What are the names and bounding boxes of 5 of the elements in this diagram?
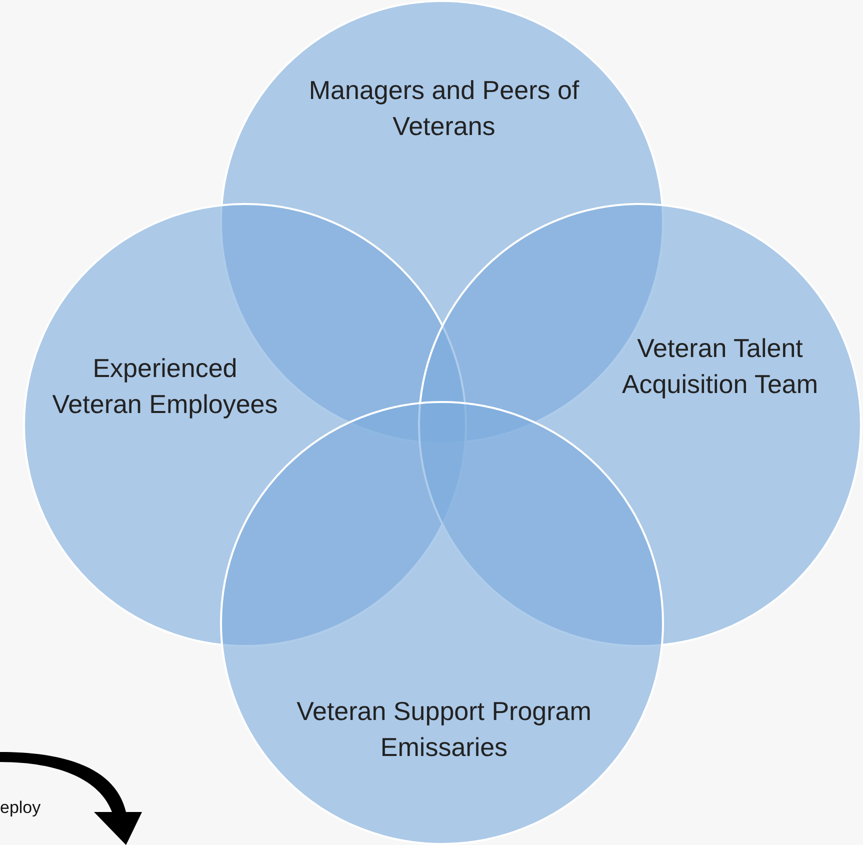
- circle-label: Veteran Support Program Emissaries: [296, 695, 592, 764]
- circle-label: Veteran Talent Acquisition Team: [620, 332, 820, 401]
- cut-off-text: eploy: [0, 798, 41, 818]
- circle-label: Managers and Peers of Veterans: [308, 74, 580, 143]
- circle-label: Experienced Veteran Employees: [51, 352, 279, 421]
